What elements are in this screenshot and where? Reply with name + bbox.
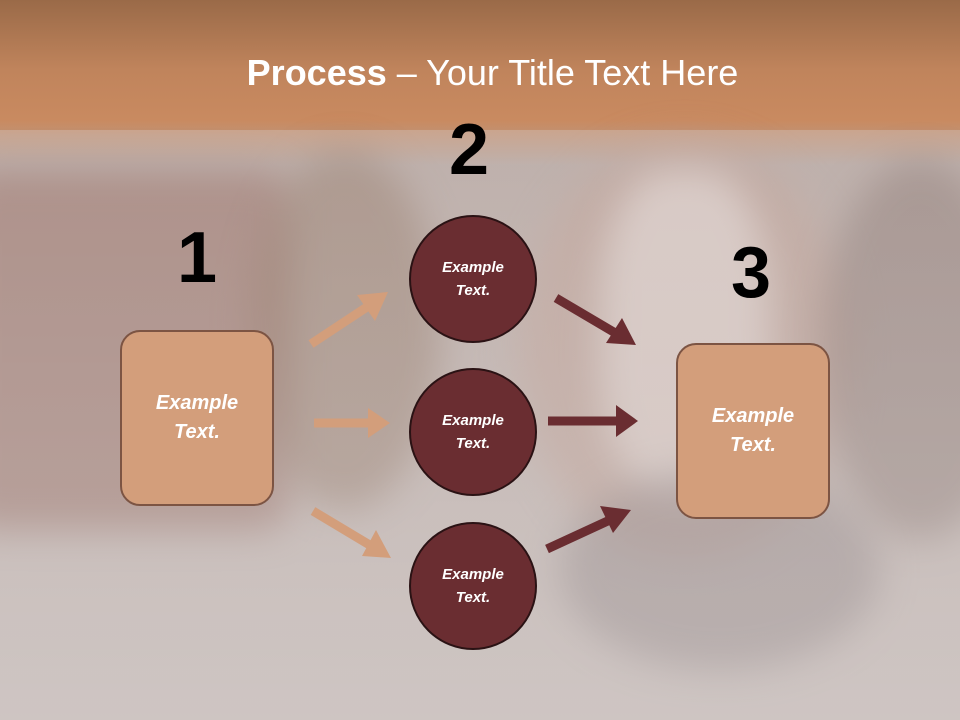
arrow-middle-to-right	[548, 405, 638, 437]
circle-top-text: Example Text.	[442, 259, 504, 299]
box-start-text: Example Text.	[155, 392, 239, 443]
arrow-left-to-bottom	[310, 507, 391, 558]
process-circle-top: Example Text.	[409, 215, 537, 343]
process-circle-middle: Example Text.	[409, 368, 537, 496]
title-rest: – Your Title Text Here	[386, 52, 739, 93]
arrow-left-to-middle	[314, 408, 390, 438]
slide-title: Process – Your Title Text Here	[0, 52, 960, 94]
title-bold: Process	[246, 52, 387, 93]
box-end-text: Example Text.	[711, 405, 795, 456]
arrow-bottom-to-right	[545, 506, 631, 554]
circle-middle-text: Example Text.	[442, 412, 504, 452]
arrow-left-to-top	[308, 292, 388, 348]
step-number-1: 1	[177, 218, 218, 298]
process-box-end: Example Text.	[676, 343, 830, 519]
process-circle-bottom: Example Text.	[409, 522, 537, 650]
arrow-top-to-right	[553, 294, 636, 345]
step-number-3: 3	[731, 233, 772, 313]
circle-bottom-text: Example Text.	[442, 566, 504, 606]
step-number-2: 2	[449, 110, 490, 190]
process-box-start: Example Text.	[120, 330, 274, 506]
